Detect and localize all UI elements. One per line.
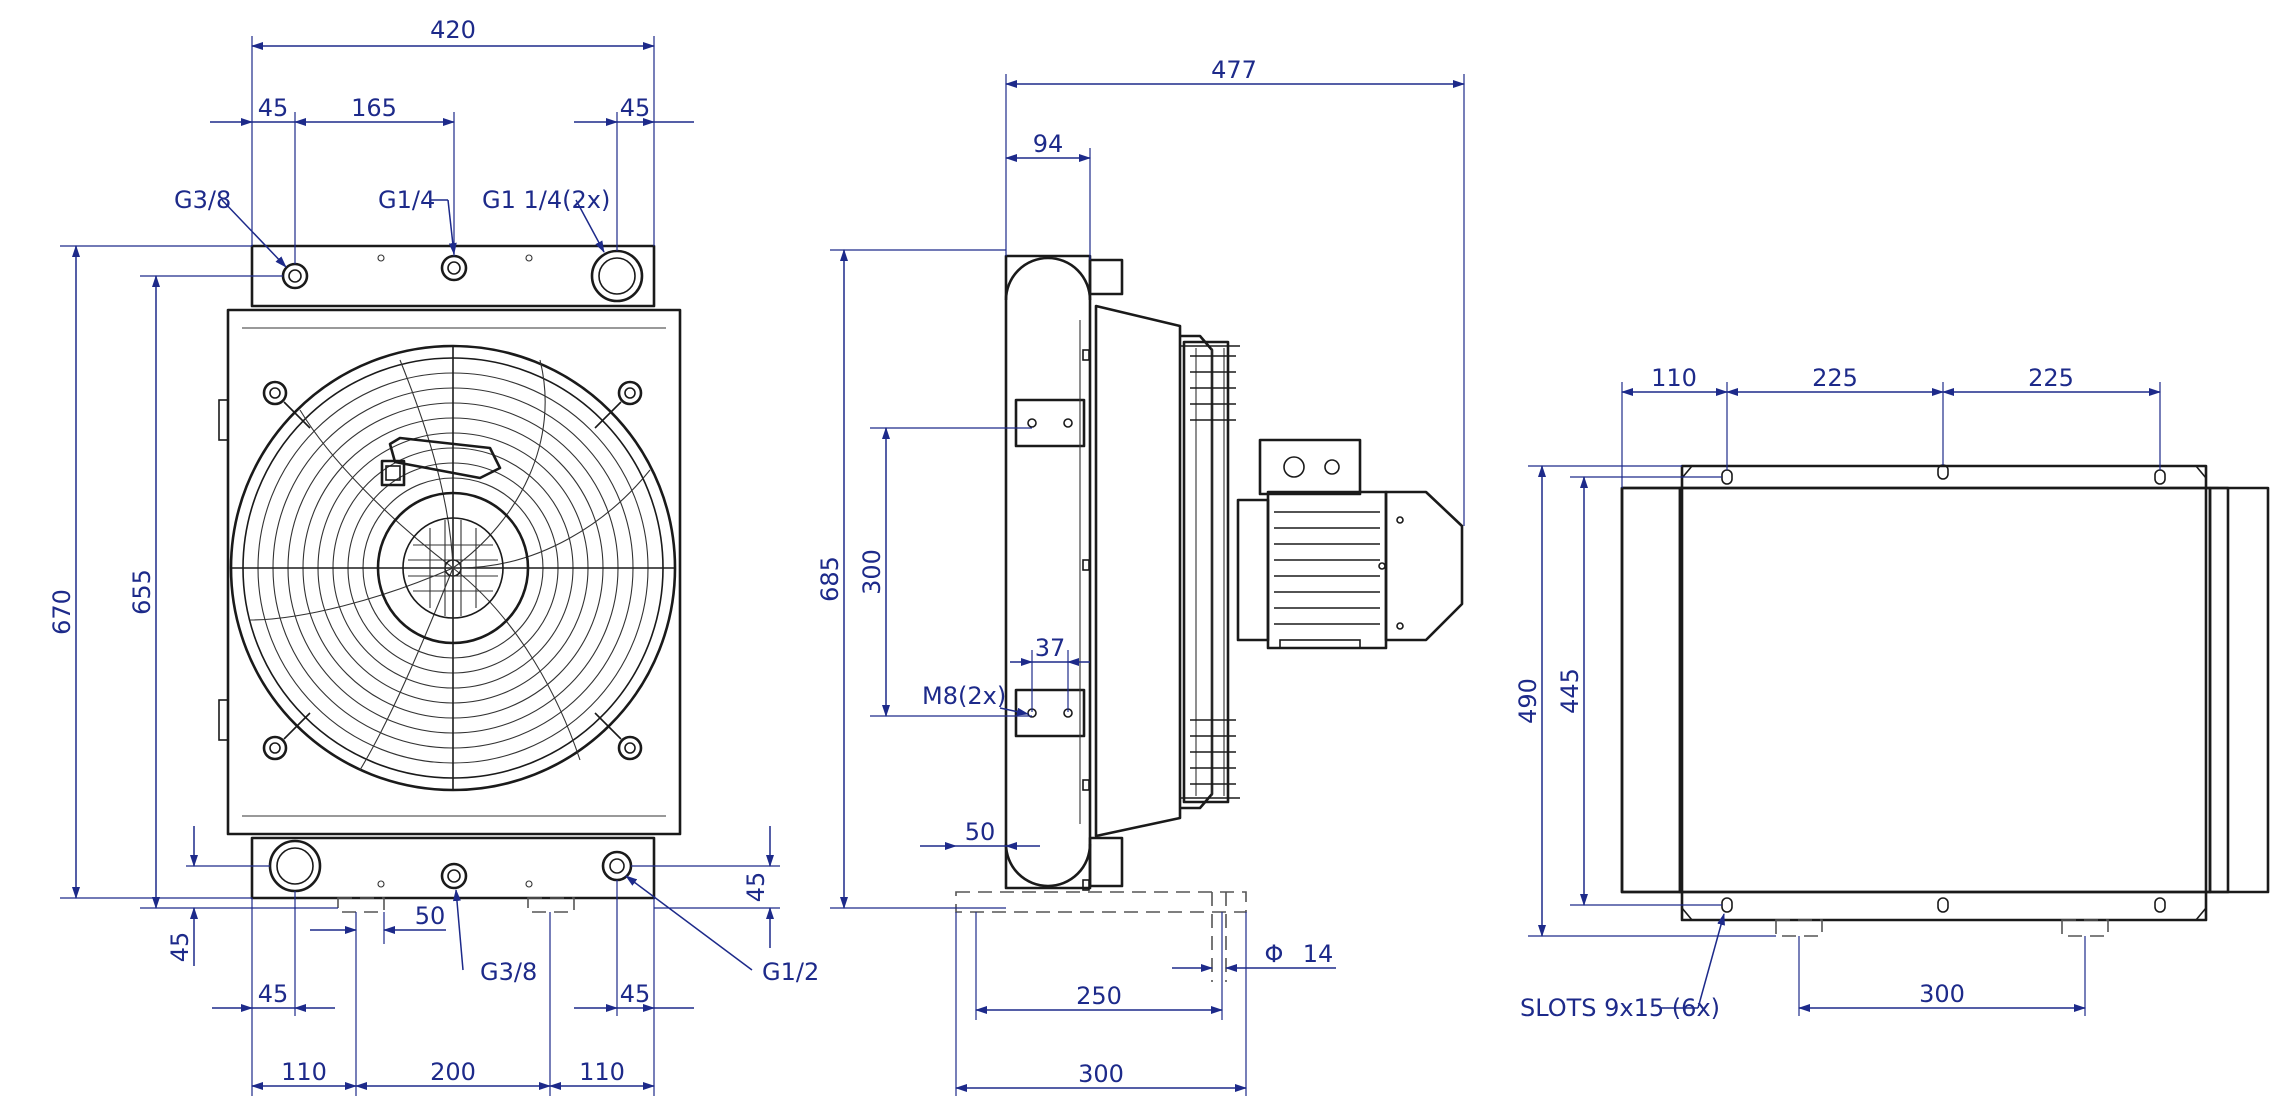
label-g12: G1/2 (762, 958, 819, 986)
dim-front-45-left: 45 (258, 94, 289, 122)
fan-shroud (1094, 304, 1182, 838)
dim-side-14: 14 (1303, 940, 1334, 968)
dim-front-110-right: 110 (579, 1058, 625, 1086)
dim-front-165: 165 (351, 94, 397, 122)
top-body (1620, 486, 2230, 894)
dim-front-foot-45-right: 45 (620, 980, 651, 1008)
dim-side-300: 300 (858, 549, 886, 595)
dim-top-225-b: 225 (2028, 364, 2074, 392)
dim-top-300: 300 (1919, 980, 1965, 1008)
front-housing (226, 308, 682, 836)
dim-front-655: 655 (128, 569, 156, 615)
dim-front-420: 420 (430, 16, 476, 44)
front-view: 420 45 165 45 670 655 45 45 50 45 45 (48, 16, 819, 1096)
dim-side-477: 477 (1211, 56, 1257, 84)
label-g38-top: G3/8 (174, 186, 231, 214)
label-g114: G1 1/4(2x) (482, 186, 610, 214)
side-view: 477 94 685 300 37 M8(2x) 50 250 300 Φ 14 (816, 56, 1465, 1096)
dim-side-37: 37 (1035, 634, 1066, 662)
label-g14: G1/4 (378, 186, 435, 214)
dim-side-685: 685 (816, 556, 844, 602)
dim-front-200: 200 (430, 1058, 476, 1086)
fan-guard (229, 344, 677, 792)
dim-side-50: 50 (965, 818, 996, 846)
dim-front-670: 670 (48, 589, 76, 635)
side-motor (1236, 498, 1270, 642)
dim-front-50: 50 (415, 902, 446, 930)
dim-top-110: 110 (1651, 364, 1697, 392)
dim-front-45-bottom-right: 45 (742, 872, 770, 903)
dim-top-490: 490 (1514, 678, 1542, 724)
top-view: 110 225 225 490 445 300 SLOTS 9x15 (6x) (1514, 364, 2270, 1022)
label-phi: Φ (1265, 940, 1284, 968)
dim-front-110-left: 110 (281, 1058, 327, 1086)
label-m8: M8(2x) (922, 682, 1006, 710)
dim-side-94: 94 (1033, 130, 1064, 158)
port-g38-bottom (440, 862, 468, 890)
label-slots: SLOTS 9x15 (6x) (1520, 994, 1720, 1022)
dim-side-250: 250 (1076, 982, 1122, 1010)
top-flange (1680, 464, 2208, 922)
label-g38-bottom: G3/8 (480, 958, 537, 986)
dim-top-445: 445 (1556, 668, 1584, 714)
dim-top-225-a: 225 (1812, 364, 1858, 392)
dim-side-300-foot: 300 (1078, 1060, 1124, 1088)
dim-front-45-right: 45 (620, 94, 651, 122)
dim-front-45-bottom-left: 45 (166, 932, 194, 963)
dim-front-foot-45-left: 45 (258, 980, 289, 1008)
side-core (1004, 254, 1092, 890)
port-g38-top (281, 262, 309, 290)
port-g14 (440, 254, 468, 282)
motor-hub (376, 491, 530, 645)
